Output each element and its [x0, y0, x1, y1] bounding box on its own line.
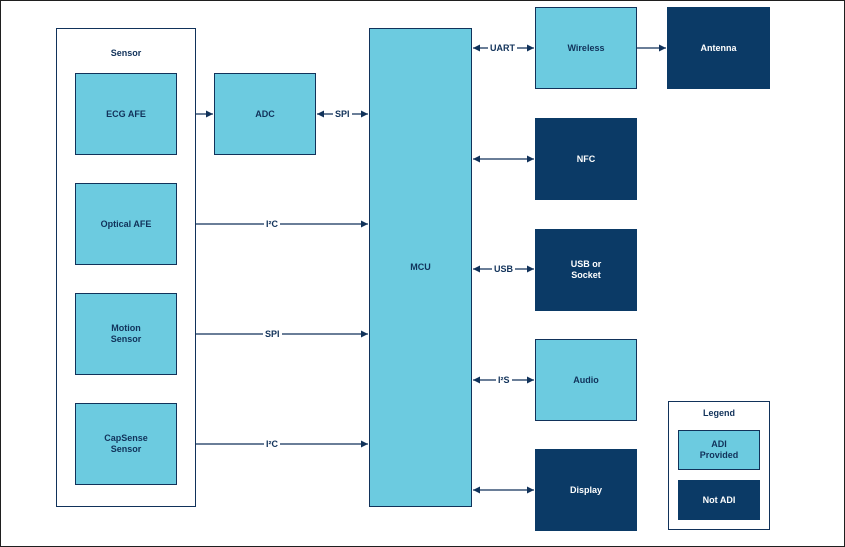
capsense-mcu-label: I²C — [264, 439, 280, 450]
mcu-block: MCU — [369, 28, 472, 507]
mcu-usb-label: USB — [492, 264, 516, 275]
legend-title: Legend — [702, 408, 735, 418]
mcu-audio-label: I²S — [496, 375, 512, 386]
optical-mcu-label: I²C — [264, 219, 280, 230]
wireless-block: Wireless — [535, 7, 637, 89]
motion-sensor-block: Motion Sensor — [75, 293, 177, 375]
nfc-block: NFC — [535, 118, 637, 200]
usb-socket-block: USB or Socket — [535, 229, 637, 311]
antenna-block: Antenna — [667, 7, 770, 89]
adc-mcu-label: SPI — [333, 109, 352, 120]
legend-adi-provided: ADI Provided — [678, 430, 760, 470]
legend-not-adi: Not ADI — [678, 480, 760, 520]
adc-block: ADC — [214, 73, 316, 155]
mcu-wireless-label: UART — [488, 43, 517, 54]
sensor-group-title: Sensor — [110, 48, 142, 58]
motion-mcu-label: SPI — [263, 329, 282, 340]
ecg-afe-block: ECG AFE — [75, 73, 177, 155]
capsense-sensor-block: CapSense Sensor — [75, 403, 177, 485]
optical-afe-block: Optical AFE — [75, 183, 177, 265]
audio-block: Audio — [535, 339, 637, 421]
display-block: Display — [535, 449, 637, 531]
